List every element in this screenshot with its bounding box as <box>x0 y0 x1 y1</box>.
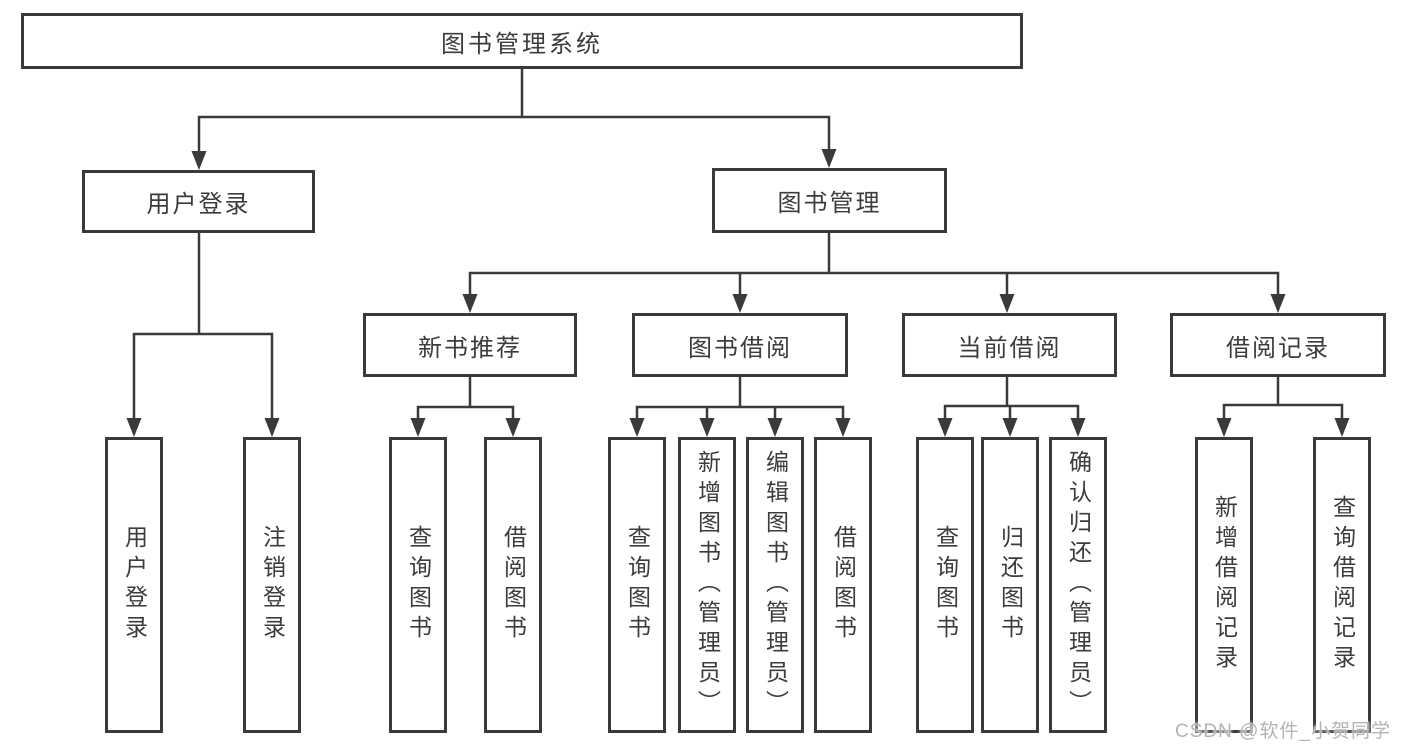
leaf-add-book-admin: 新增图书（管理员） <box>678 437 736 733</box>
leaf-recommend-query-book-label: 查询图书 <box>405 525 432 645</box>
leaf-current-query-book-label: 查询图书 <box>932 525 959 645</box>
leaf-recommend-borrow-book: 借阅图书 <box>484 437 542 733</box>
leaf-user-login-label: 用户登录 <box>121 525 148 645</box>
node-borrow-records: 借阅记录 <box>1170 313 1386 377</box>
node-root: 图书管理系统 <box>21 13 1023 69</box>
arrowheads <box>126 149 1350 437</box>
leaf-return-book-label: 归还图书 <box>997 525 1024 645</box>
node-user-login: 用户登录 <box>82 170 315 233</box>
leaf-confirm-return-admin: 确认归还（管理员） <box>1049 437 1107 733</box>
leaf-borrow-query-book-label: 查询图书 <box>624 525 651 645</box>
leaf-edit-book-admin-label: 编辑图书（管理员） <box>762 450 789 720</box>
leaf-query-borrow-record-label: 查询借阅记录 <box>1329 495 1356 675</box>
node-new-book-recommend: 新书推荐 <box>363 313 577 377</box>
node-book-borrow: 图书借阅 <box>632 313 848 377</box>
leaf-borrow-query-book: 查询图书 <box>608 437 666 733</box>
leaf-recommend-borrow-book-label: 借阅图书 <box>500 525 527 645</box>
leaf-return-book: 归还图书 <box>981 437 1039 733</box>
leaf-logout-label: 注销登录 <box>259 525 286 645</box>
leaf-borrow-book: 借阅图书 <box>814 437 872 733</box>
leaf-add-borrow-record: 新增借阅记录 <box>1195 437 1253 733</box>
leaf-edit-book-admin: 编辑图书（管理员） <box>746 437 804 733</box>
leaf-add-borrow-record-label: 新增借阅记录 <box>1211 495 1238 675</box>
node-book-management: 图书管理 <box>712 168 947 233</box>
leaf-user-login: 用户登录 <box>105 437 163 733</box>
leaf-borrow-book-label: 借阅图书 <box>830 525 857 645</box>
leaf-logout: 注销登录 <box>243 437 301 733</box>
leaf-query-borrow-record: 查询借阅记录 <box>1313 437 1371 733</box>
connector-edges <box>132 67 1344 421</box>
leaf-recommend-query-book: 查询图书 <box>389 437 447 733</box>
node-current-borrow: 当前借阅 <box>902 313 1117 377</box>
leaf-current-query-book: 查询图书 <box>916 437 974 733</box>
leaf-confirm-return-admin-label: 确认归还（管理员） <box>1065 450 1092 720</box>
leaf-add-book-admin-label: 新增图书（管理员） <box>694 450 721 720</box>
